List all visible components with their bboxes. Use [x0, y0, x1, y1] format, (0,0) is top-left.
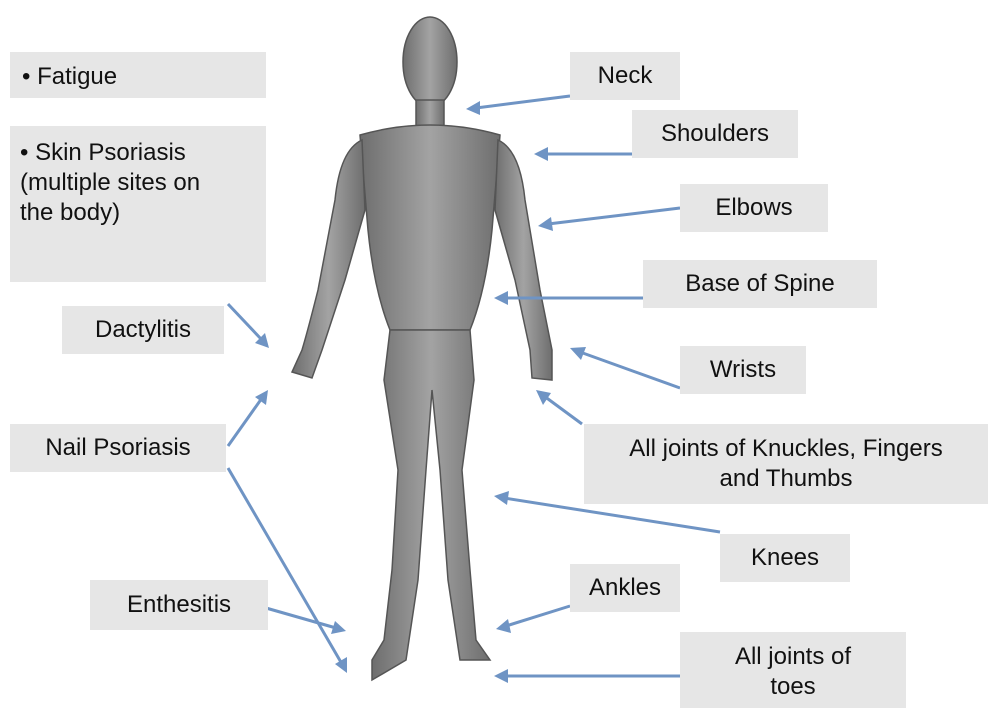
label-all-joints-of-toes: All joints of toes [680, 632, 906, 708]
label-knees: Knees [720, 534, 850, 582]
toes-line-1: All joints of [680, 642, 906, 672]
skin-psoriasis-line-3: the body) [20, 198, 266, 228]
skin-psoriasis-line-1: • Skin Psoriasis [20, 138, 266, 168]
skin-psoriasis-line-2: (multiple sites on [20, 168, 266, 198]
label-skin-psoriasis: • Skin Psoriasis (multiple sites on the … [10, 126, 266, 282]
knuckles-line-2: and Thumbs [584, 464, 988, 494]
label-shoulders: Shoulders [632, 110, 798, 158]
label-dactylitis: Dactylitis [62, 306, 224, 354]
label-wrists: Wrists [680, 346, 806, 394]
label-elbows: Elbows [680, 184, 828, 232]
label-base-of-spine: Base of Spine [643, 260, 877, 308]
label-enthesitis: Enthesitis [90, 580, 268, 630]
knuckles-line-1: All joints of Knuckles, Fingers [584, 434, 988, 464]
label-knuckles-fingers-thumbs: All joints of Knuckles, Fingers and Thum… [584, 424, 988, 504]
toes-line-2: toes [680, 672, 906, 702]
label-fatigue: • Fatigue [10, 52, 266, 98]
label-ankles: Ankles [570, 564, 680, 612]
label-neck: Neck [570, 52, 680, 100]
human-figure [292, 17, 552, 680]
label-nail-psoriasis: Nail Psoriasis [10, 424, 226, 472]
